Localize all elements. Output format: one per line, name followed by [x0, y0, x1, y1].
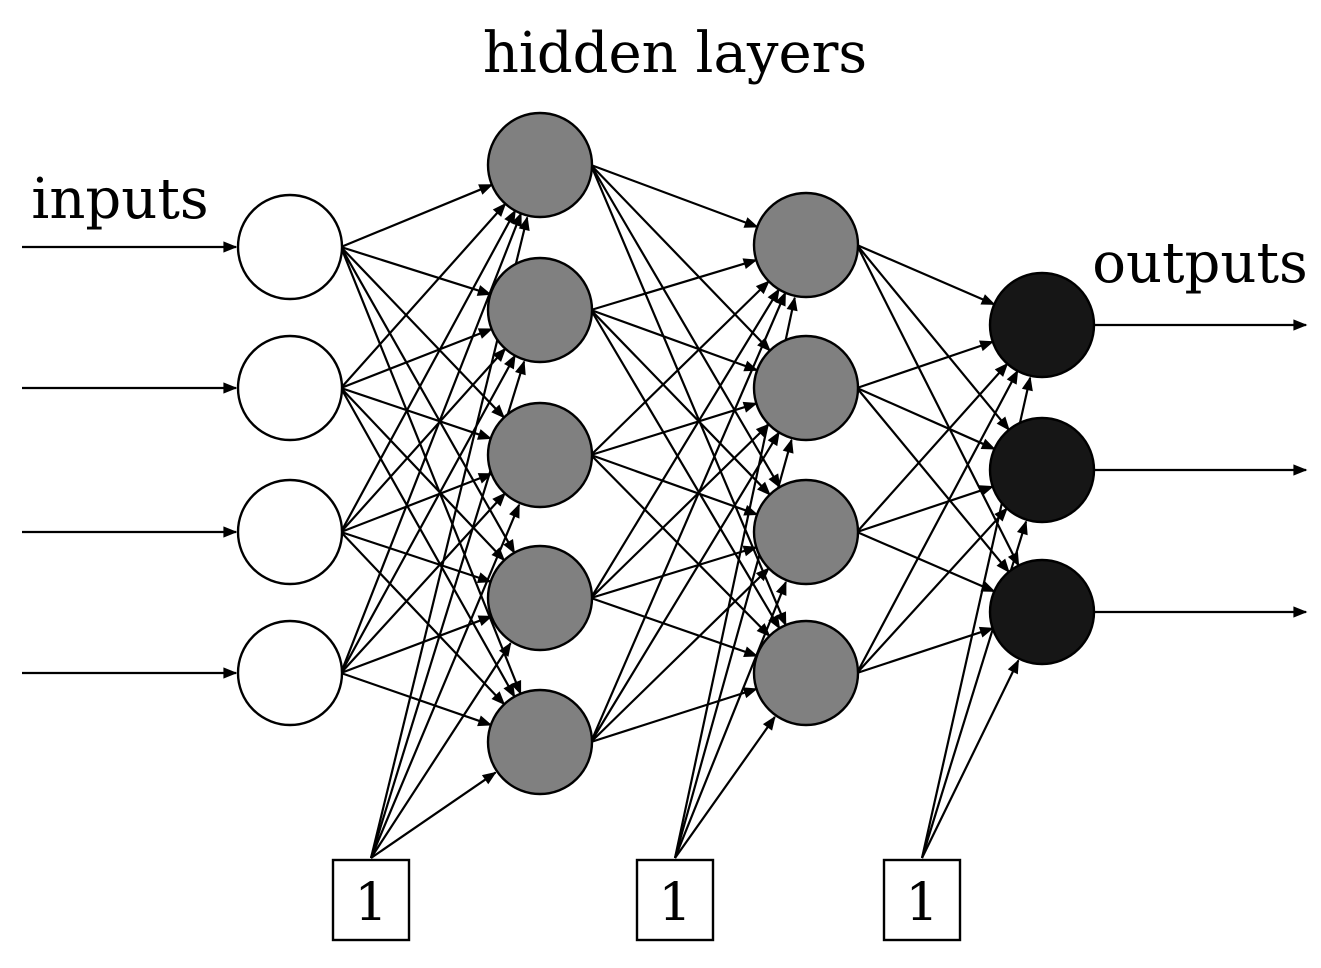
connection-edge [340, 245, 492, 296]
connection-edge [340, 671, 493, 727]
io-arrows [22, 241, 1308, 679]
connection-edge [340, 531, 506, 706]
bias-edge [921, 659, 1020, 859]
hidden-1-neuron [486, 256, 594, 364]
connection-edge [590, 401, 758, 457]
bias-value: 1 [658, 873, 691, 933]
connection-edge [590, 288, 780, 599]
bias-value: 1 [905, 873, 938, 933]
bias-edge [369, 503, 521, 859]
connection-edge [340, 387, 506, 562]
connection-edge [856, 507, 1008, 674]
connection-edge [590, 308, 759, 372]
connection-edge [590, 258, 758, 312]
connection-edge [340, 347, 507, 533]
input-neuron [236, 193, 344, 301]
connection-edge [340, 183, 494, 249]
bias-box [882, 858, 962, 942]
connection-edge [340, 387, 516, 698]
connection-edge [590, 431, 780, 743]
connection-edge [590, 545, 758, 600]
connection-edge [856, 244, 1010, 431]
hidden-1-neuron [486, 544, 594, 652]
connections [339, 163, 1033, 859]
connection-edge [590, 164, 771, 352]
connection-edge [590, 309, 781, 630]
connection-edge [590, 164, 781, 489]
hidden-2-neuron [752, 334, 860, 442]
hidden-layers-label: hidden layers [483, 21, 867, 86]
bias-edge [370, 642, 512, 859]
connection-edge [340, 327, 493, 390]
connection-edge [590, 687, 758, 744]
bias-box [331, 858, 411, 942]
hidden-2-neuron [752, 619, 860, 727]
connection-edge [340, 246, 516, 554]
connection-edge [340, 530, 492, 583]
connection-edge [590, 309, 771, 496]
input-neuron [236, 478, 344, 586]
connection-edge [856, 362, 1009, 533]
connection-edge [856, 387, 1010, 573]
bias-box [635, 858, 715, 942]
connection-edge [856, 626, 994, 675]
connection-edge [340, 492, 506, 674]
hidden-2-neuron [752, 191, 860, 299]
connection-edge [590, 280, 770, 456]
input-neuron [236, 334, 344, 442]
bias-edge [370, 771, 497, 859]
connection-edge [856, 485, 995, 534]
input-neuron [236, 619, 344, 727]
output-neuron [988, 271, 1096, 379]
connection-edge [340, 615, 493, 675]
connection-edge [340, 472, 493, 534]
connection-edge [855, 244, 1020, 567]
output-neuron [988, 416, 1096, 524]
connection-edge [339, 209, 517, 533]
connection-edge [590, 596, 759, 658]
bias-units: 1 1 1 [331, 858, 962, 942]
hidden-2-neuron [752, 478, 860, 586]
connection-edge [856, 340, 995, 390]
connection-edge [856, 386, 996, 450]
connection-edge [855, 369, 1019, 674]
hidden-1-neuron [486, 688, 594, 796]
hidden-1-neuron [486, 401, 594, 509]
connection-edge [856, 243, 996, 306]
connection-edge [590, 423, 770, 599]
connection-edge [339, 354, 516, 674]
bias-edge [674, 715, 776, 859]
connection-edge [856, 530, 996, 593]
inputs-label: inputs [31, 167, 208, 232]
connection-edge [589, 291, 787, 743]
outputs-label: outputs [1092, 231, 1307, 296]
hidden-1-neuron [486, 111, 594, 219]
bias-edge [673, 580, 787, 859]
connection-edge [340, 246, 506, 419]
neurons [236, 111, 1096, 796]
connection-edge [590, 453, 759, 516]
bias-value: 1 [354, 873, 387, 933]
connection-edge [590, 454, 771, 637]
connection-edge [340, 386, 493, 440]
connection-edge [340, 202, 507, 389]
connection-edge [590, 567, 770, 743]
connection-edge [590, 163, 759, 228]
output-neuron [988, 558, 1096, 666]
